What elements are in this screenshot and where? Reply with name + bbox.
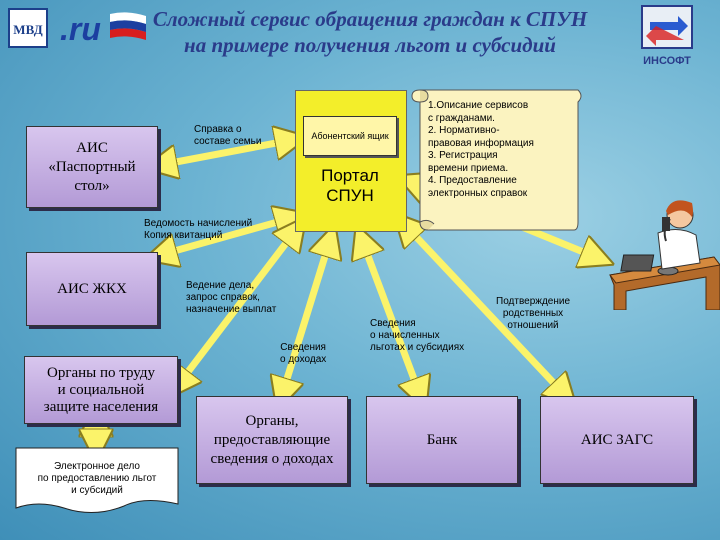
mvd-logo: МВД [8, 8, 48, 48]
services-scroll [411, 89, 582, 231]
insoft-logo: ИНСОФТ [641, 5, 693, 67]
citizen-at-desk-icon [609, 200, 720, 310]
ais-zhkh-box: АИС ЖКХ [26, 252, 158, 326]
svg-text:.ru: .ru [60, 11, 101, 47]
label-kinship: Подтверждение родственных отношений [496, 296, 571, 331]
subscriber-box: Абонентский ящик [303, 116, 397, 156]
ais-zags-box: АИС ЗАГС [540, 396, 694, 484]
label-case-management: Ведение дела, запрос справок, назначение… [186, 280, 277, 315]
income-orgs-box: Органы, предоставляющие сведения о доход… [196, 396, 348, 484]
electronic-case-text: Электронное дело по предоставлению льгот… [37, 461, 157, 496]
electronic-case-document [15, 447, 179, 513]
svg-text:МВД: МВД [13, 22, 42, 37]
label-family-certificate: Справка о составе семьи [194, 124, 262, 147]
label-statement: Ведомость начислений Копия квитанций [144, 218, 253, 241]
labor-protection-box: Органы по труду и социальной защите насе… [24, 356, 178, 424]
portal-label: Портал СПУН [321, 166, 379, 205]
page-title: Сложный сервис обращения граждан к СПУН … [152, 7, 588, 57]
svg-text:ИНСОФТ: ИНСОФТ [643, 55, 691, 67]
services-list: 1.Описание сервисов с гражданами. 2. Нор… [428, 100, 534, 199]
portal-spun [295, 90, 407, 232]
label-accrued-info: Сведения о начисленных льготах и субсиди… [370, 318, 465, 353]
arrow-passport-portal [160, 140, 292, 165]
arrow-income-portal [282, 240, 330, 395]
label-income-info: Сведения о доходах [280, 342, 327, 365]
ru-logo: .ru [60, 11, 146, 47]
bank-box: Банк [366, 396, 518, 484]
ais-passport-box: АИС «Паспортный стол» [26, 126, 158, 208]
